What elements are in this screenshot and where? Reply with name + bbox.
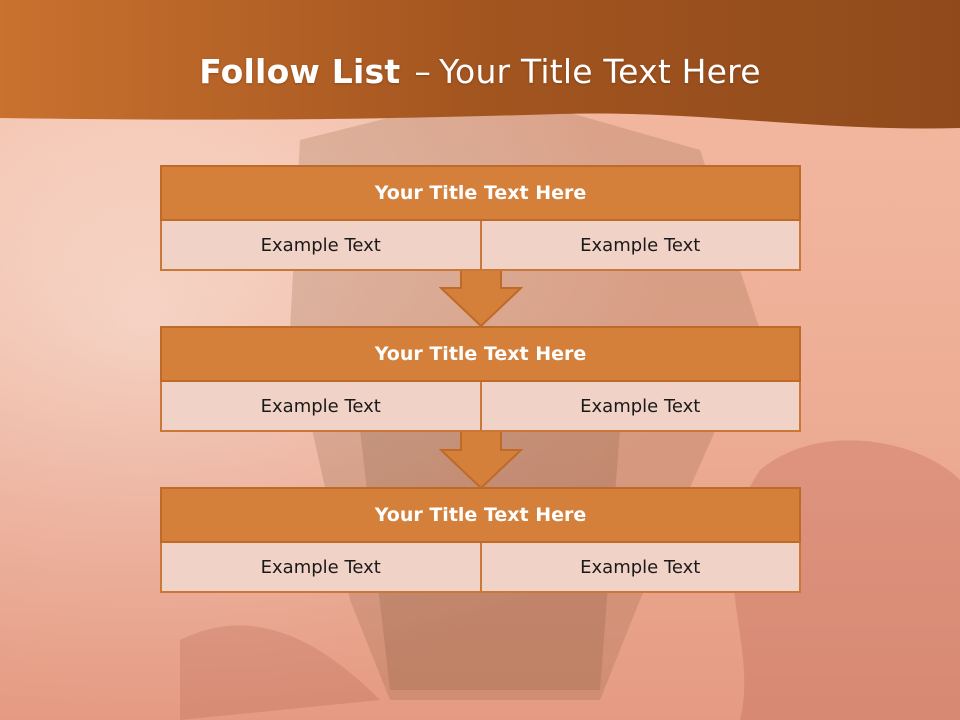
step-row: Example Text Example Text: [160, 382, 801, 432]
step-cell-right: Example Text: [481, 543, 801, 593]
step-cell-left: Example Text: [160, 543, 482, 593]
step-cell-right: Example Text: [481, 221, 801, 271]
slide-title-separator: –: [414, 52, 432, 91]
header-band: [0, 0, 960, 129]
step-row: Example Text Example Text: [160, 221, 801, 271]
list-step-3: Your Title Text Here Example Text Exampl…: [160, 487, 801, 593]
step-cell-right: Example Text: [481, 382, 801, 432]
step-title: Your Title Text Here: [160, 165, 801, 221]
slide-title-rest: Your Title Text Here: [439, 52, 761, 91]
step-row: Example Text Example Text: [160, 543, 801, 593]
step-title: Your Title Text Here: [160, 487, 801, 543]
down-arrow-icon: [439, 430, 523, 490]
down-arrow-icon: [439, 268, 523, 328]
list-step-1: Your Title Text Here Example Text Exampl…: [160, 165, 801, 271]
slide-title: Follow List–Your Title Text Here: [0, 52, 960, 91]
step-cell-left: Example Text: [160, 221, 482, 271]
slide-title-bold: Follow List: [199, 52, 401, 91]
step-title: Your Title Text Here: [160, 326, 801, 382]
step-cell-left: Example Text: [160, 382, 482, 432]
list-step-2: Your Title Text Here Example Text Exampl…: [160, 326, 801, 432]
